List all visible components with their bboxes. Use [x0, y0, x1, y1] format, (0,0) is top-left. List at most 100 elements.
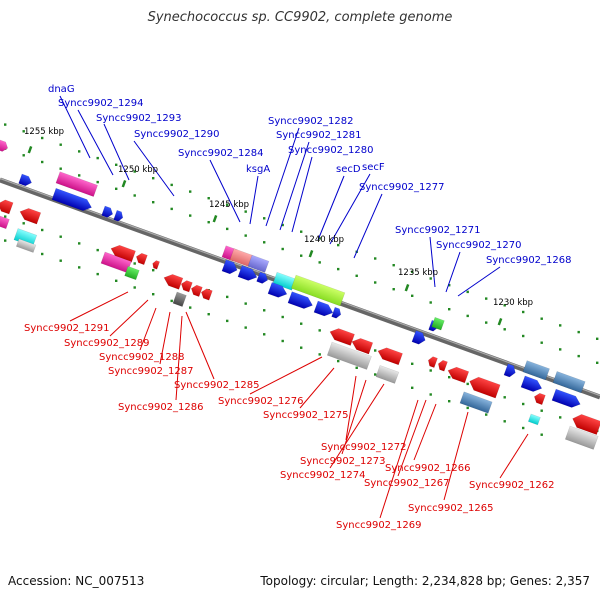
gene-label-forward[interactable]: Syncc9902_1290 [134, 129, 220, 140]
tick-dot [96, 180, 99, 184]
tick-dot [374, 281, 377, 284]
tick-dot [96, 248, 99, 252]
gene-feature[interactable] [446, 365, 470, 384]
gene-feature[interactable] [290, 274, 346, 307]
gene-feature[interactable] [101, 205, 115, 219]
gene-feature[interactable] [328, 326, 355, 346]
gene-label-reverse[interactable]: Syncc9902_1285 [174, 380, 260, 391]
leader-line [175, 315, 183, 401]
gene-label-reverse[interactable]: Syncc9902_1274 [280, 470, 366, 481]
gene-feature[interactable] [221, 259, 239, 276]
gene-label-forward[interactable]: Syncc9902_1268 [486, 255, 572, 266]
gene-feature[interactable] [551, 388, 582, 410]
gene-feature[interactable] [172, 291, 187, 308]
gene-feature[interactable] [256, 271, 270, 285]
gene-feature[interactable] [520, 375, 544, 394]
tick-label: 1250 kbp [118, 165, 158, 175]
gene-label-forward[interactable]: Syncc9902_1293 [96, 113, 182, 124]
tick-dot [226, 319, 229, 323]
gene-label-reverse[interactable]: Syncc9902_1275 [263, 410, 349, 421]
gene-label-forward[interactable]: dnaG [48, 84, 75, 95]
gene-feature[interactable] [427, 356, 438, 368]
tick-dot [78, 266, 81, 269]
gene-label-reverse[interactable]: Syncc9902_1266 [385, 463, 471, 474]
gene-feature[interactable] [247, 254, 270, 273]
gene-label-reverse[interactable]: Syncc9902_1272 [321, 442, 407, 453]
tick-dot [411, 386, 414, 389]
tick-dot [392, 288, 395, 291]
gene-label-forward[interactable]: Syncc9902_1294 [58, 98, 144, 109]
gene-label-reverse[interactable]: Syncc9902_1288 [99, 352, 185, 363]
tick-dot [485, 321, 488, 324]
gene-feature[interactable] [124, 265, 140, 281]
gene-label-forward[interactable]: Syncc9902_1270 [436, 240, 522, 251]
gene-feature[interactable] [331, 306, 343, 319]
tick-dot [22, 222, 25, 225]
tick-dot [392, 264, 395, 267]
tick-mark [308, 249, 314, 258]
gene-label-reverse[interactable]: Syncc9902_1289 [64, 338, 150, 349]
gene-feature[interactable] [18, 206, 42, 225]
gene-feature[interactable] [55, 171, 98, 197]
leader-line [329, 383, 385, 469]
gene-label-forward[interactable]: Syncc9902_1281 [276, 130, 362, 141]
gene-label-reverse[interactable]: Syncc9902_1265 [408, 503, 494, 514]
gene-feature[interactable] [0, 215, 10, 230]
gene-feature[interactable] [313, 300, 335, 318]
gene-label-forward[interactable]: Syncc9902_1280 [288, 145, 374, 156]
tick-dot [263, 217, 266, 220]
tick-dot [522, 334, 525, 338]
gene-feature[interactable] [135, 252, 148, 266]
gene-label-forward[interactable]: secD [336, 164, 361, 175]
gene-label-reverse[interactable]: Syncc9902_1262 [469, 480, 555, 491]
gene-feature[interactable] [431, 316, 445, 331]
gene-label-reverse[interactable]: Syncc9902_1267 [364, 478, 450, 489]
gene-feature[interactable] [113, 209, 125, 222]
gene-label-reverse[interactable]: Syncc9902_1269 [336, 520, 422, 531]
gene-label-reverse[interactable]: Syncc9902_1291 [24, 323, 110, 334]
gene-label-forward[interactable]: secF [362, 162, 385, 173]
gene-label-reverse[interactable]: Syncc9902_1273 [300, 456, 386, 467]
gene-label-reverse[interactable]: Syncc9902_1286 [118, 402, 204, 413]
gene-feature[interactable] [267, 282, 289, 299]
gene-feature[interactable] [0, 139, 9, 153]
gene-label-reverse[interactable]: Syncc9902_1276 [218, 396, 304, 407]
gene-feature[interactable] [459, 391, 493, 414]
gene-feature[interactable] [287, 291, 315, 311]
gene-feature[interactable] [151, 260, 160, 270]
gene-feature[interactable] [552, 371, 586, 394]
gene-label-forward[interactable]: Syncc9902_1282 [268, 116, 354, 127]
tick-dot [318, 261, 321, 264]
gene-feature[interactable] [180, 279, 193, 293]
gene-feature[interactable] [350, 336, 374, 355]
gene-feature[interactable] [51, 187, 94, 213]
gene-feature[interactable] [467, 375, 501, 399]
gene-feature[interactable] [162, 272, 184, 290]
gene-feature[interactable] [272, 271, 297, 291]
gene-feature[interactable] [18, 173, 34, 187]
gene-feature[interactable] [229, 248, 254, 268]
gene-feature[interactable] [503, 363, 517, 379]
gene-feature[interactable] [375, 365, 400, 384]
gene-label-forward[interactable]: Syncc9902_1271 [395, 225, 481, 236]
gene-feature[interactable] [0, 198, 14, 215]
gene-label-forward[interactable]: Syncc9902_1277 [359, 182, 445, 193]
gene-feature[interactable] [522, 360, 550, 381]
gene-label-forward[interactable]: ksgA [246, 164, 270, 175]
gene-feature[interactable] [326, 341, 372, 370]
gene-label-forward[interactable]: Syncc9902_1284 [178, 148, 264, 159]
gene-feature[interactable] [437, 359, 448, 372]
gene-feature[interactable] [564, 425, 599, 450]
gene-feature[interactable] [570, 412, 600, 436]
tick-dot [263, 309, 266, 312]
gene-label-reverse[interactable]: Syncc9902_1287 [108, 366, 194, 377]
gene-feature[interactable] [190, 284, 203, 297]
gene-feature[interactable] [376, 345, 403, 366]
gene-feature[interactable] [411, 330, 427, 346]
gene-feature[interactable] [15, 238, 37, 253]
gene-feature[interactable] [533, 392, 546, 406]
tick-dot [466, 382, 469, 386]
gene-feature[interactable] [237, 265, 259, 283]
gene-feature[interactable] [527, 413, 541, 426]
gene-feature[interactable] [200, 287, 213, 301]
